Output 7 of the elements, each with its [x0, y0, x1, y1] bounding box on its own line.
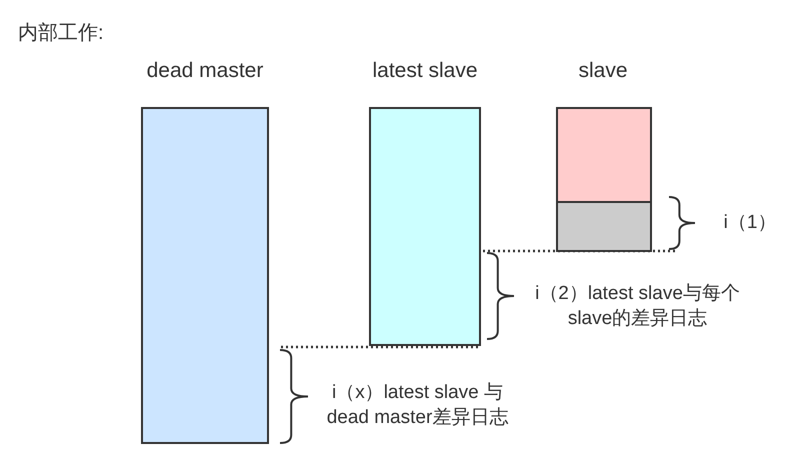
column-heading: slave	[577, 58, 629, 84]
brace-label: i（1）	[722, 211, 778, 235]
column-heading: latest slave	[371, 58, 479, 84]
brace-label: i（2）latest slave与每个slave的差异日志	[535, 282, 740, 331]
title: 内部工作:	[18, 21, 104, 46]
brace-label: i（x）latest slave 与 dead master差异日志	[326, 381, 510, 430]
column-heading: dead master	[146, 58, 264, 84]
